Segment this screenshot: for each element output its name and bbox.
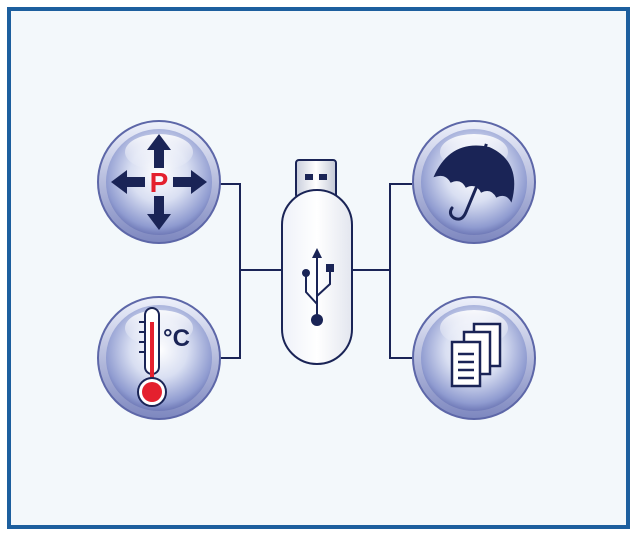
humidity-button: [413, 121, 535, 243]
usb-flash-drive-icon: [282, 160, 352, 364]
documents-button: [413, 297, 535, 419]
temperature-button: °C: [98, 297, 220, 419]
temperature-unit: °C: [163, 325, 190, 352]
pressure-button: P: [98, 121, 220, 243]
connector-left: [220, 184, 282, 358]
connector-right: [352, 184, 412, 358]
pressure-letter: P: [150, 167, 169, 198]
